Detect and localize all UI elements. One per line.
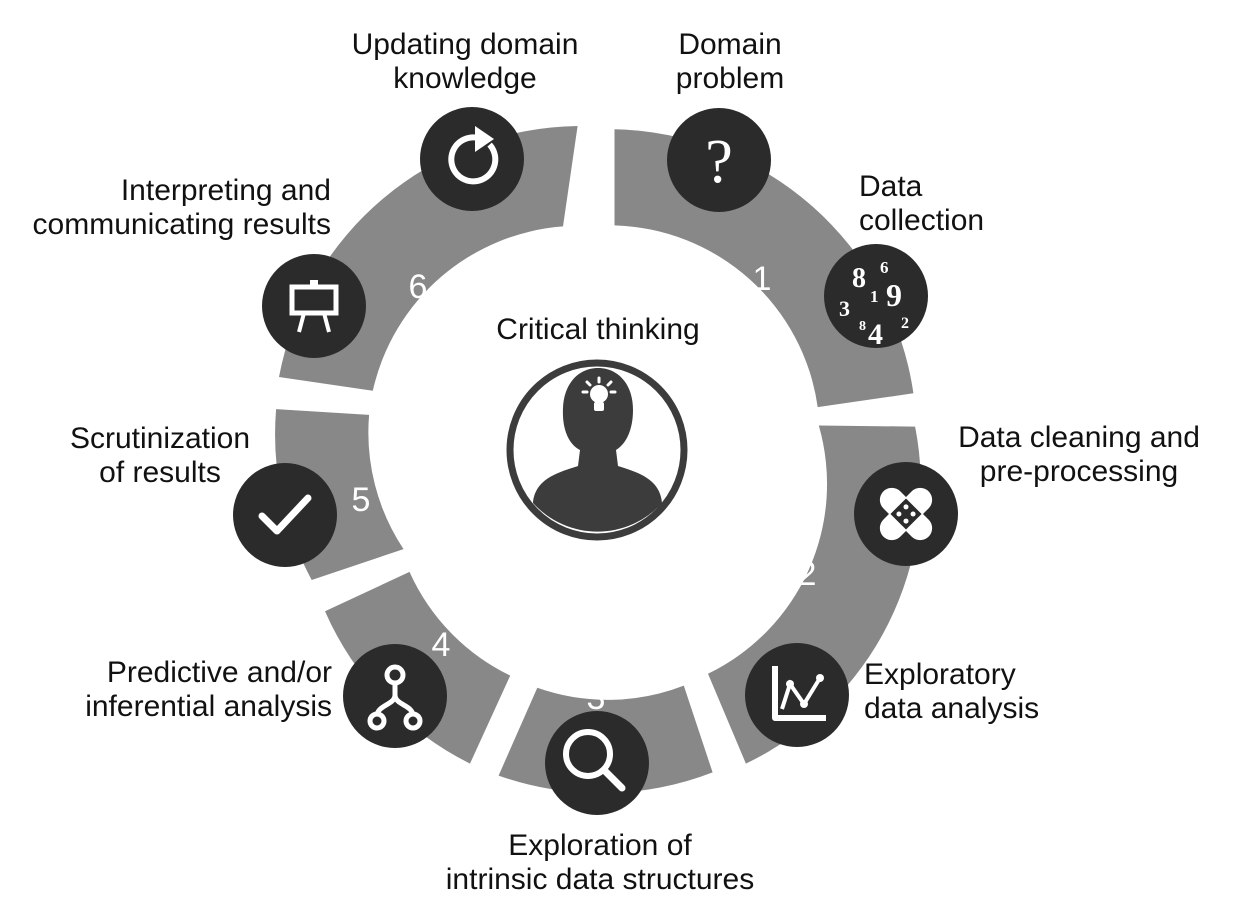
refresh-icon bbox=[420, 107, 524, 211]
step-number-5: 5 bbox=[352, 481, 371, 519]
svg-text:?: ? bbox=[705, 128, 733, 196]
label-predictive-analysis: Predictive and/or inferential analysis bbox=[85, 656, 332, 723]
label-interpreting-results: Interpreting and communicating results bbox=[32, 174, 331, 241]
branch-icon bbox=[343, 644, 447, 748]
label-data-cleaning: Data cleaning and pre-processing bbox=[958, 421, 1200, 488]
step-number-2: 2 bbox=[798, 555, 817, 593]
head-lightbulb-icon bbox=[533, 368, 662, 532]
label-exploratory-data-analysis: Exploratory data analysis bbox=[864, 658, 1040, 725]
label-updating-domain-knowledge: Updating domain knowledge bbox=[351, 28, 579, 95]
digit: 4 bbox=[868, 318, 883, 351]
bandage-icon bbox=[854, 462, 958, 566]
numbers-icon: 8 6 1 9 3 8 4 2 bbox=[824, 244, 928, 351]
digit: 8 bbox=[859, 319, 866, 334]
question-mark-icon: ? bbox=[667, 108, 771, 212]
digit: 3 bbox=[839, 296, 850, 321]
digit: 9 bbox=[886, 277, 902, 313]
checkmark-icon bbox=[233, 463, 337, 567]
step-number-1: 1 bbox=[753, 260, 772, 298]
step-numbers: 1 2 3 4 5 6 bbox=[352, 260, 817, 717]
center-group: Critical thinking bbox=[496, 313, 700, 541]
label-domain-problem: Domain problem bbox=[675, 28, 785, 95]
step-number-4: 4 bbox=[432, 626, 451, 664]
presentation-board-icon bbox=[262, 254, 366, 358]
digit: 2 bbox=[901, 315, 909, 332]
line-chart-icon bbox=[745, 643, 849, 747]
digit: 8 bbox=[852, 263, 866, 294]
label-scrutinization: Scrutinization of results bbox=[69, 422, 251, 489]
label-intrinsic-data-structures: Exploration of intrinsic data structures bbox=[445, 829, 755, 896]
step-number-3: 3 bbox=[587, 679, 606, 717]
center-title: Critical thinking bbox=[496, 313, 699, 346]
digit: 1 bbox=[870, 287, 879, 306]
magnifier-icon bbox=[545, 711, 649, 815]
digit: 6 bbox=[880, 258, 889, 277]
label-data-collection: Data collection bbox=[859, 170, 985, 237]
step-number-6: 6 bbox=[409, 268, 428, 306]
